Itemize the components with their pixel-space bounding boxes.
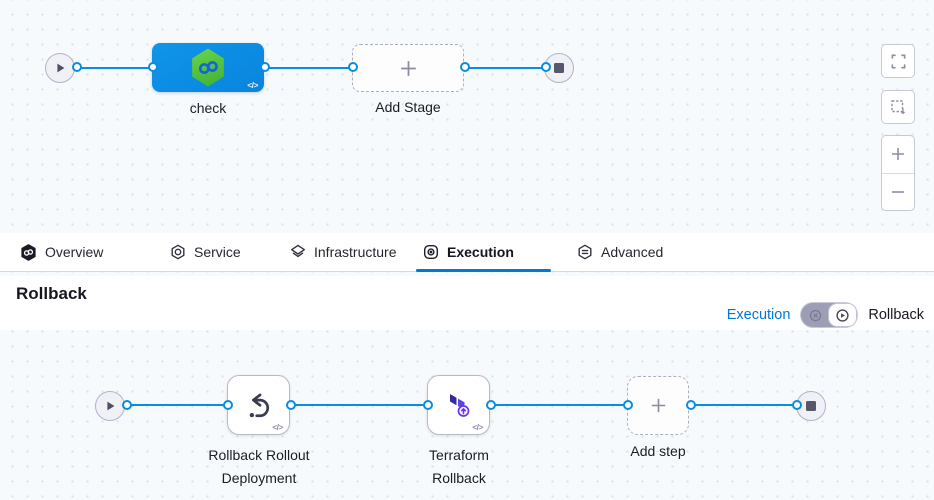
step-label-line: Terraform xyxy=(429,447,489,463)
rollback-toggle-icon xyxy=(836,308,849,322)
harness-overview-icon xyxy=(21,243,36,261)
stop-icon xyxy=(806,401,816,411)
step-label-line: Deployment xyxy=(221,470,297,486)
yaml-code-badge: </> xyxy=(272,422,283,432)
connector-port[interactable] xyxy=(686,400,696,410)
connector-port[interactable] xyxy=(72,62,82,72)
stage-label: check xyxy=(189,100,227,116)
edge xyxy=(126,404,227,406)
zoom-control xyxy=(881,135,915,211)
tab-execution[interactable]: Execution xyxy=(411,233,526,271)
connector-port[interactable] xyxy=(348,62,358,72)
active-tab-indicator xyxy=(416,269,551,272)
connector-port[interactable] xyxy=(460,62,470,72)
stage-check[interactable]: </> xyxy=(152,43,264,92)
rollback-toggle[interactable] xyxy=(800,302,859,328)
edge xyxy=(76,67,152,69)
tab-service[interactable]: Service xyxy=(158,233,253,271)
step-terraform-rollback[interactable]: </> xyxy=(427,375,490,435)
step-label-line: Rollback Rollout xyxy=(208,447,310,463)
connector-port[interactable] xyxy=(286,400,296,410)
zoom-in-icon xyxy=(892,148,904,161)
service-icon xyxy=(171,244,185,260)
selection-mode-button[interactable] xyxy=(881,90,915,124)
zoom-out-button[interactable] xyxy=(882,174,914,211)
connector-port[interactable] xyxy=(260,62,270,72)
step-label: Terraform Rollback xyxy=(396,444,522,490)
infrastructure-icon xyxy=(291,244,305,258)
rollback-mode-label: Rollback xyxy=(868,307,924,323)
connector-port[interactable] xyxy=(148,62,158,72)
tab-advanced[interactable]: Advanced xyxy=(565,233,675,271)
pipeline-start-node[interactable] xyxy=(45,53,75,83)
connector-port[interactable] xyxy=(486,400,496,410)
edge xyxy=(490,404,627,406)
toggle-thumb xyxy=(828,303,858,327)
harness-logo-icon xyxy=(192,48,224,87)
connector-port[interactable] xyxy=(223,400,233,410)
section-title: Rollback xyxy=(16,284,87,303)
edge xyxy=(464,67,545,69)
fullscreen-icon xyxy=(891,54,905,68)
advanced-icon xyxy=(578,244,592,260)
rollback-end-node[interactable] xyxy=(796,391,826,421)
edge xyxy=(690,404,796,406)
tab-overview[interactable]: Overview xyxy=(8,233,115,271)
rollback-start-node[interactable] xyxy=(95,391,125,421)
connector-port[interactable] xyxy=(623,400,633,410)
zoom-in-button[interactable] xyxy=(882,136,914,174)
stage-config-tabs: Overview Service Infrastructure Executio… xyxy=(0,233,934,272)
execution-mode-link[interactable]: Execution xyxy=(726,307,791,323)
tab-label: Service xyxy=(194,244,241,260)
add-stage-label: Add Stage xyxy=(375,99,441,115)
play-icon xyxy=(57,63,65,73)
tab-label: Advanced xyxy=(601,244,664,260)
yaml-code-badge: </> xyxy=(472,422,483,432)
connector-port[interactable] xyxy=(792,400,802,410)
connector-port[interactable] xyxy=(541,62,551,72)
edge xyxy=(290,404,427,406)
stop-icon xyxy=(554,63,564,73)
connector-port[interactable] xyxy=(122,400,132,410)
play-icon xyxy=(107,401,115,411)
harness-link-icon xyxy=(198,61,218,74)
tab-label: Execution xyxy=(447,244,514,260)
add-stage-button[interactable] xyxy=(352,44,464,92)
add-step-label: Add step xyxy=(630,443,686,459)
edge xyxy=(264,67,352,69)
zoom-out-icon xyxy=(892,190,904,193)
step-rollback-rollout-deployment[interactable]: </> xyxy=(227,375,290,435)
marquee-select-icon xyxy=(890,99,905,114)
terraform-icon xyxy=(449,394,469,417)
yaml-code-badge: </> xyxy=(247,80,258,90)
step-label: Rollback Rollout Deployment xyxy=(196,444,322,490)
tab-infrastructure[interactable]: Infrastructure xyxy=(278,233,408,271)
execution-icon xyxy=(424,245,439,260)
execution-toggle-icon xyxy=(810,309,822,322)
connector-port[interactable] xyxy=(423,400,433,410)
plus-icon xyxy=(400,60,416,76)
execution-rollback-switcher: Execution Rollback xyxy=(727,302,924,328)
add-step-button[interactable] xyxy=(627,376,689,435)
fullscreen-button[interactable] xyxy=(881,44,915,78)
stage-canvas[interactable]: </> check Add Stage xyxy=(0,0,934,233)
rollback-step-icon xyxy=(249,393,270,417)
plus-icon xyxy=(651,398,665,413)
tab-label: Overview xyxy=(45,244,104,260)
tab-label: Infrastructure xyxy=(314,244,397,260)
section-header-band xyxy=(0,276,934,330)
step-label-line: Rollback xyxy=(432,470,486,486)
